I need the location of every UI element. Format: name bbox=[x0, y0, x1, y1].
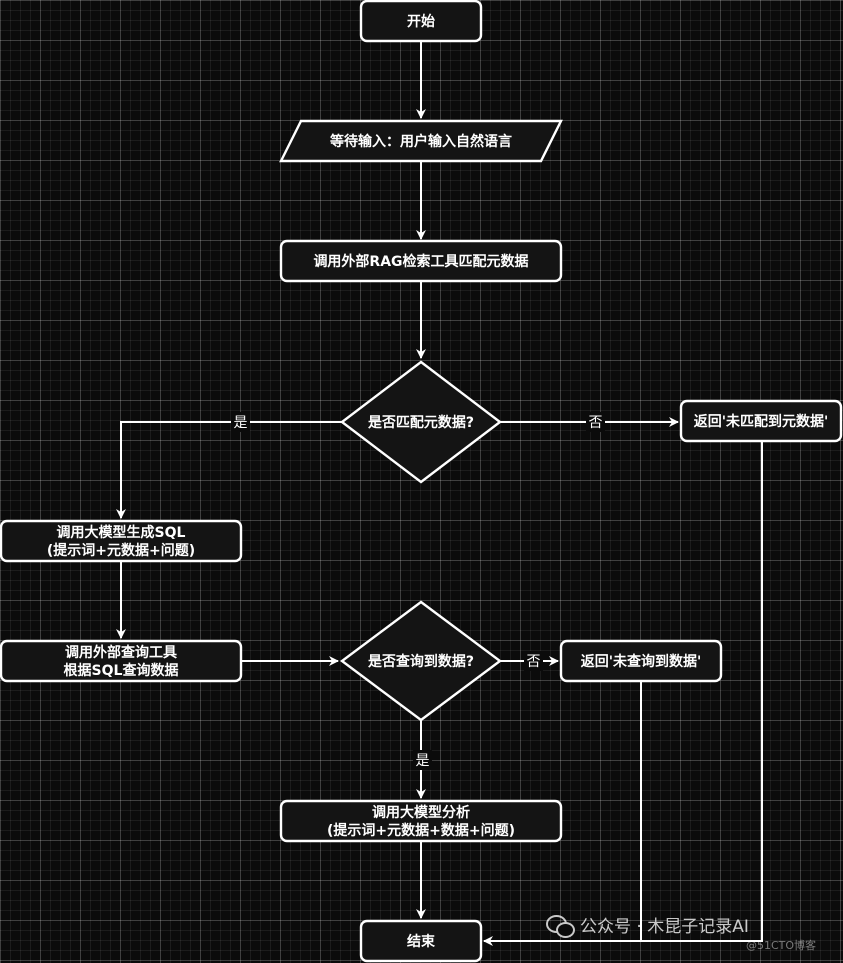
watermark-text: 公众号 · 木昆子记录AI bbox=[580, 917, 749, 937]
node-analyze-line-2: (提示词+元数据+数据+问题) bbox=[327, 822, 515, 839]
node-data-decision: 是否查询到数据? bbox=[339, 600, 503, 722]
node-gen-sql-line-2: (提示词+元数据+问题) bbox=[47, 542, 195, 559]
label-yes-data: 是 bbox=[416, 753, 430, 769]
edge-decision-yes-to-gen-sql bbox=[116, 421, 342, 519]
node-query-tool-line-1: 调用外部查询工具 bbox=[65, 644, 177, 661]
node-no-data: 返回'未查询到数据' bbox=[559, 639, 723, 683]
node-no-data-label: 返回'未查询到数据' bbox=[581, 653, 702, 670]
watermark: 公众号 · 木昆子记录AI bbox=[546, 912, 749, 938]
node-no-metadata-label: 返回'未匹配到元数据' bbox=[694, 413, 829, 430]
edge-labels: 是 否 否 是 bbox=[231, 412, 605, 770]
label-no-data: 否 bbox=[527, 654, 541, 670]
node-analyze-line-1: 调用大模型分析 bbox=[372, 804, 470, 821]
node-gen-sql-line-1: 调用大模型生成SQL bbox=[57, 524, 186, 541]
node-data-decision-label: 是否查询到数据? bbox=[368, 653, 474, 670]
wechat-icon bbox=[546, 913, 575, 938]
node-input: 等待输入：用户输入自然语言 bbox=[279, 119, 563, 163]
node-match-decision-label: 是否匹配元数据? bbox=[368, 414, 474, 431]
node-query-tool-line-2: 根据SQL查询数据 bbox=[64, 662, 179, 679]
node-analyze: 调用大模型分析 (提示词+元数据+数据+问题) bbox=[279, 799, 563, 843]
node-end: 结束 bbox=[359, 919, 483, 963]
node-start: 开始 bbox=[359, 0, 483, 43]
label-yes-metadata: 是 bbox=[234, 415, 248, 431]
node-end-label: 结束 bbox=[407, 933, 436, 950]
node-rag: 调用外部RAG检索工具匹配元数据 bbox=[279, 239, 563, 283]
node-input-label: 等待输入：用户输入自然语言 bbox=[330, 133, 512, 150]
watermark-secondary: @51CTO博客 bbox=[746, 939, 817, 952]
node-query-tool: 调用外部查询工具 根据SQL查询数据 bbox=[0, 639, 243, 683]
label-no-metadata: 否 bbox=[589, 415, 603, 431]
node-gen-sql: 调用大模型生成SQL (提示词+元数据+问题) bbox=[0, 519, 243, 563]
node-match-decision: 是否匹配元数据? bbox=[340, 360, 502, 484]
edge-no-metadata-to-end bbox=[483, 442, 763, 946]
node-rag-label: 调用外部RAG检索工具匹配元数据 bbox=[313, 253, 528, 270]
node-start-label: 开始 bbox=[407, 13, 435, 30]
node-no-metadata: 返回'未匹配到元数据' bbox=[679, 399, 843, 443]
